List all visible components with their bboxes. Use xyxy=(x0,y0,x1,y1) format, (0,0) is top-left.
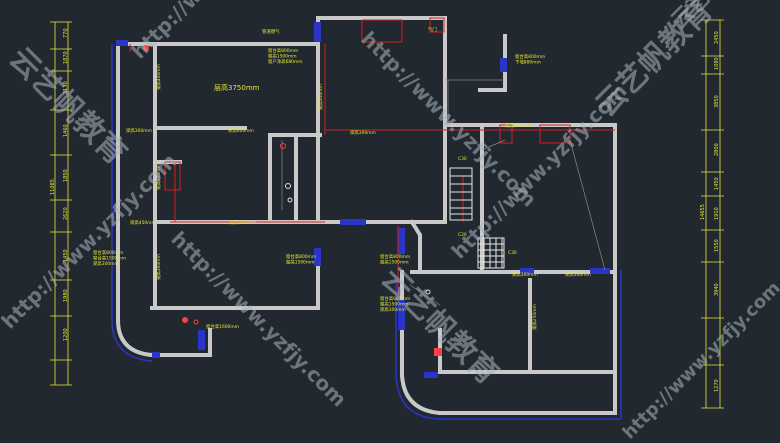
left-dim-1: 770 xyxy=(63,28,69,38)
stair-mark-c: C30 xyxy=(508,250,517,256)
label-beam-left-d: 梁高300mm xyxy=(155,254,162,280)
stair-mark-a: C30 xyxy=(458,156,467,162)
left-dim-6: 2620 xyxy=(63,207,69,220)
stair-mark-b: C20 xyxy=(458,232,467,238)
fixtures xyxy=(143,45,442,356)
thin-lines xyxy=(281,79,606,306)
label-beam-mid: 梁高300mm xyxy=(126,127,152,134)
walls xyxy=(115,16,617,416)
right-dim-7: 1550 xyxy=(714,239,720,252)
right-dim-6: 1910 xyxy=(714,207,720,220)
label-beam-center: 梁高600mm xyxy=(228,127,254,134)
right-dimension-texts: 2450 1080 3850 2800 1450 1910 1550 3940 … xyxy=(700,31,720,392)
windows xyxy=(116,22,610,378)
ceiling-height-note: 层高3750mm xyxy=(214,83,260,92)
left-dim-3: 3130 xyxy=(63,81,69,94)
label-right-beam-c: 梁高300mm xyxy=(565,271,591,278)
right-dim-total: 14655 xyxy=(700,204,706,220)
right-dim-2: 1080 xyxy=(714,57,720,70)
left-dimension-chain xyxy=(50,21,72,386)
label-beam-left-a: 梁高300mm xyxy=(155,164,162,190)
label-gas: 管道燃气 xyxy=(262,28,280,35)
watermark-brand-2: 云艺帆教育 xyxy=(589,0,720,124)
label-door: 气门 xyxy=(428,26,437,33)
right-dimension-chain xyxy=(701,19,724,409)
glass-edges xyxy=(111,44,622,420)
right-dim-8: 3940 xyxy=(714,283,720,296)
label-beam-left-b: 梁高450mm xyxy=(130,219,156,226)
label-right-beam-vertical: 梁高250mm xyxy=(531,304,538,330)
right-dim-9: 1270 xyxy=(714,379,720,392)
label-beam-corridor: 梁高300mm xyxy=(317,84,324,110)
right-dim-1: 2450 xyxy=(714,31,720,44)
left-dim-2: 1870 xyxy=(63,51,69,64)
watermark-url-6: http://www.yzfjy.com xyxy=(619,278,780,443)
label-lower-window: 窗台高1600mm xyxy=(206,323,239,330)
left-dim-5: 1850 xyxy=(63,169,69,182)
left-dim-9: 1200 xyxy=(63,328,69,341)
left-dim-total: 11085 xyxy=(50,179,56,195)
label-beam-top-left: 梁高400mm xyxy=(155,64,162,90)
right-dim-4: 2800 xyxy=(714,143,720,156)
left-dim-8: 1980 xyxy=(63,289,69,302)
left-dim-4: 1460 xyxy=(63,124,69,137)
label-right-beam-b: 梁高300mm xyxy=(512,271,538,278)
watermark-url-3: http://www.yzfjy.com xyxy=(166,227,351,412)
stairs xyxy=(449,167,505,269)
right-dim-5: 1450 xyxy=(714,177,720,190)
left-dimension-texts: 770 1870 3130 1460 1850 2620 1450 1980 1… xyxy=(50,28,69,341)
label-right-beam-a: 梁高250mm xyxy=(505,122,531,129)
label-beam-horizontal: 梁高300mm xyxy=(350,129,376,136)
label-beam-left-c: 梁高400mm xyxy=(230,219,256,226)
right-dim-3: 3850 xyxy=(714,95,720,108)
left-dim-7: 1450 xyxy=(63,249,69,262)
